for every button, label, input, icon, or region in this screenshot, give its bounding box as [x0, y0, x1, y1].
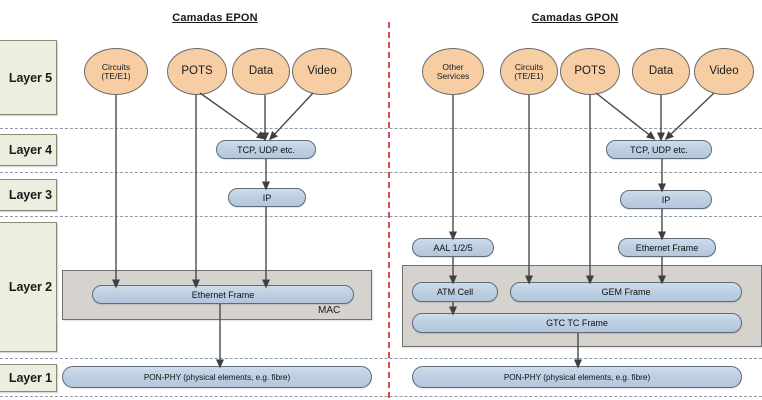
epon-ethernet-frame-label: Ethernet Frame — [191, 289, 255, 300]
epon-physical-label: PON-PHY (physical elements, e.g. fibre) — [143, 372, 291, 382]
layer-label-3-text: Layer 3 — [8, 188, 52, 202]
gpon-network-label: IP — [661, 194, 671, 205]
epon-service-pots[interactable]: POTS — [167, 48, 227, 95]
gpon-atm-cell-pill[interactable]: ATM Cell — [412, 282, 498, 302]
epon-service-data-label: Data — [248, 65, 274, 78]
gpon-network-pill[interactable]: IP — [620, 190, 712, 209]
gpon-service-other-line1: Other — [442, 61, 464, 72]
epon-transport-pill[interactable]: TCP, UDP etc. — [216, 140, 316, 159]
gpon-service-pots-label: POTS — [574, 65, 606, 78]
layer-label-5-text: Layer 5 — [8, 70, 52, 85]
gpon-service-data[interactable]: Data — [632, 48, 690, 95]
layer-label-1: Layer 1 — [0, 364, 57, 392]
epon-service-circuits-line2: (TE/E1) — [101, 70, 131, 81]
gpon-service-data-label: Data — [648, 65, 674, 78]
title-gpon: Camadas GPON — [531, 12, 619, 24]
gpon-service-video[interactable]: Video — [694, 48, 754, 95]
gpon-aal-label: AAL 1/2/5 — [433, 242, 473, 253]
gpon-aal-pill[interactable]: AAL 1/2/5 — [412, 238, 494, 257]
layer-label-1-text: Layer 1 — [8, 371, 52, 385]
gpon-gem-frame-label: GEM Frame — [601, 287, 651, 297]
epon-mac-label: MAC — [318, 305, 341, 316]
epon-gpon-divider — [388, 22, 390, 398]
gpon-service-circuits-line1: Circuits — [514, 61, 544, 72]
epon-physical-pill[interactable]: PON-PHY (physical elements, e.g. fibre) — [62, 366, 372, 388]
gpon-transport-pill[interactable]: TCP, UDP etc. — [606, 140, 712, 159]
layer-separator-4-3 — [0, 172, 762, 173]
layer-separator-3-2 — [0, 216, 762, 217]
gpon-service-other-line2: Services — [436, 70, 470, 81]
epon-service-circuits-line1: Circuits — [101, 61, 131, 72]
layer-separator-5-4 — [0, 128, 762, 129]
epon-service-circuits[interactable]: Circuits (TE/E1) — [84, 48, 148, 95]
layer-label-2: Layer 2 — [0, 222, 57, 352]
epon-service-video[interactable]: Video — [292, 48, 352, 95]
gpon-service-pots[interactable]: POTS — [560, 48, 620, 95]
layer-label-4: Layer 4 — [0, 134, 57, 166]
layer-separator-bottom — [0, 396, 762, 397]
epon-service-data[interactable]: Data — [232, 48, 290, 95]
gpon-transport-label: TCP, UDP etc. — [630, 144, 688, 155]
gpon-gtc-tc-frame-pill[interactable]: GTC TC Frame — [412, 313, 742, 333]
gpon-gem-frame-pill[interactable]: GEM Frame — [510, 282, 742, 302]
epon-network-pill[interactable]: IP — [228, 188, 306, 207]
epon-transport-label: TCP, UDP etc. — [237, 144, 295, 155]
epon-ethernet-frame-pill[interactable]: Ethernet Frame — [92, 285, 354, 304]
gpon-physical-pill[interactable]: PON-PHY (physical elements, e.g. fibre) — [412, 366, 742, 388]
epon-service-pots-label: POTS — [181, 65, 213, 78]
layer-label-2-text: Layer 2 — [8, 280, 52, 294]
gpon-service-other[interactable]: Other Services — [422, 48, 484, 95]
epon-network-label: IP — [262, 192, 272, 203]
gpon-ethernet-frame-label: Ethernet Frame — [635, 242, 699, 253]
epon-service-video-label: Video — [307, 65, 337, 78]
gpon-service-video-label: Video — [709, 65, 739, 78]
gpon-service-circuits-line2: (TE/E1) — [514, 70, 544, 81]
gpon-gtc-tc-frame-label: GTC TC Frame — [546, 318, 608, 328]
gpon-layer2-container — [402, 265, 762, 347]
layer-label-4-text: Layer 4 — [8, 143, 52, 157]
layer-label-3: Layer 3 — [0, 179, 57, 211]
gpon-service-circuits[interactable]: Circuits (TE/E1) — [500, 48, 558, 95]
gpon-atm-cell-label: ATM Cell — [436, 287, 474, 297]
title-epon: Camadas EPON — [172, 12, 258, 24]
gpon-ethernet-frame-pill[interactable]: Ethernet Frame — [618, 238, 716, 257]
layer-separator-2-1 — [0, 358, 762, 359]
gpon-physical-label: PON-PHY (physical elements, e.g. fibre) — [503, 372, 651, 382]
layer-label-5: Layer 5 — [0, 40, 57, 115]
